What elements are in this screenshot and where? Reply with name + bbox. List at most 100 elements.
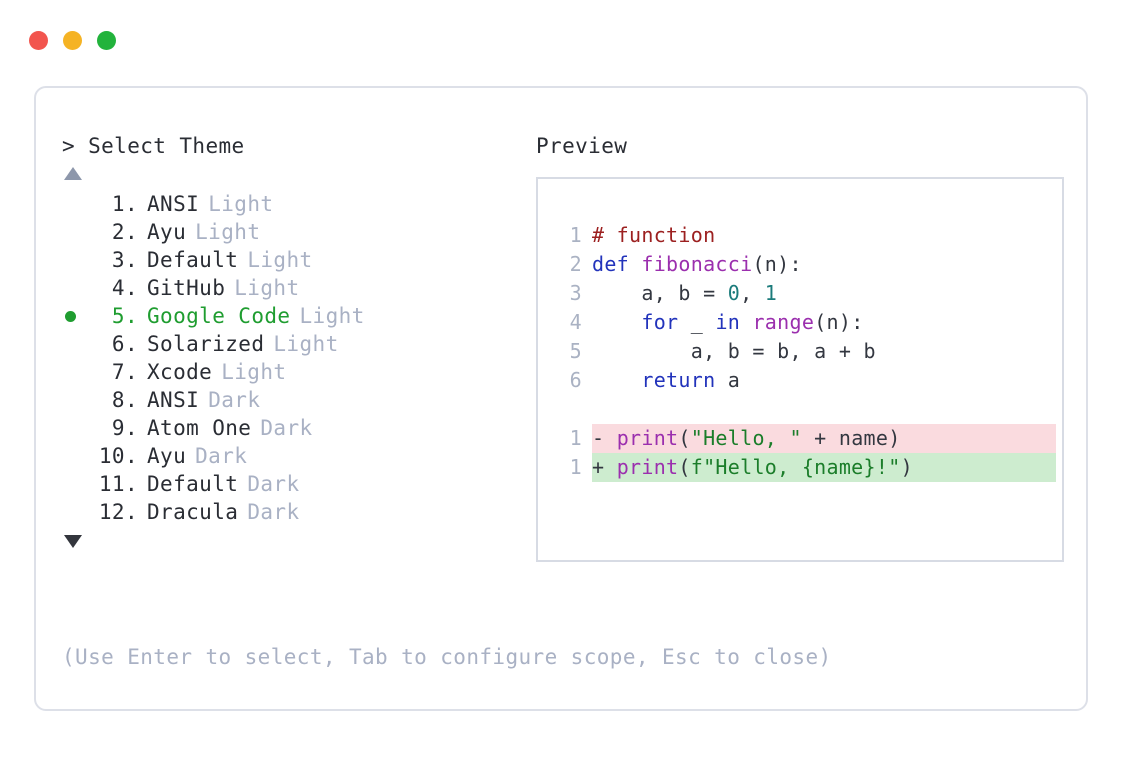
theme-list-item[interactable]: 1. ANSI Light <box>62 190 532 218</box>
code-token-plain: + name) <box>801 426 901 450</box>
theme-item-index: 3. <box>111 248 138 272</box>
code-token-plain <box>740 310 752 334</box>
theme-item-index: 9. <box>111 416 138 440</box>
code-token-comment: # function <box>592 223 716 247</box>
selection-bullet-cell <box>62 302 92 330</box>
theme-item-index: 7. <box>111 360 138 384</box>
theme-item-index: 10. <box>98 444 138 468</box>
code-token-fn: print <box>616 455 679 479</box>
code-token-plain <box>592 310 641 334</box>
close-button[interactable] <box>29 31 48 50</box>
code-line-text: # function <box>592 221 715 250</box>
selected-bullet-icon <box>65 310 76 322</box>
theme-item-index: 11. <box>98 472 138 496</box>
diff-highlight <box>592 453 1056 482</box>
maximize-button[interactable] <box>97 31 116 50</box>
selection-bullet-cell <box>62 218 92 246</box>
selection-bullet-cell <box>62 358 92 386</box>
code-token-punct: ( <box>678 455 691 479</box>
theme-item-variant: Dark <box>195 444 248 468</box>
code-token-num: 0 <box>727 281 741 305</box>
selection-bullet-cell <box>62 246 92 274</box>
theme-item-name: Default <box>147 472 239 496</box>
theme-item-variant: Light <box>195 220 261 244</box>
line-number: 4 <box>569 310 582 334</box>
code-token-plain: , <box>740 281 765 305</box>
code-line: 5 a, b = b, a + b <box>560 337 1056 366</box>
selection-bullet-cell <box>62 498 92 526</box>
code-line: 1 # function <box>560 221 1056 250</box>
code-token-plain: a <box>715 368 741 392</box>
code-line: 6 return a <box>560 366 1056 395</box>
line-number: 1 <box>569 223 582 247</box>
theme-item-variant: Light <box>208 192 274 216</box>
theme-item-name: Ayu <box>147 444 187 468</box>
theme-item-name: Google Code <box>147 304 291 328</box>
diff-highlight <box>592 424 1056 453</box>
diff-removed-line: 1- print("Hello, " + name) <box>560 424 1056 453</box>
code-token-fn: print <box>616 426 679 450</box>
selection-bullet-cell <box>62 330 92 358</box>
theme-item-name: Atom One <box>147 416 252 440</box>
code-token-kw: in <box>715 310 741 334</box>
code-token-punct: ( <box>678 426 691 450</box>
selection-bullet-cell <box>62 274 92 302</box>
theme-item-variant: Dark <box>208 388 261 412</box>
scroll-up-indicator[interactable] <box>62 160 532 186</box>
theme-item-index: 1. <box>111 192 138 216</box>
code-token-fn: fibonacci <box>641 252 753 276</box>
theme-item-index: 8. <box>111 388 138 412</box>
code-token-str: f"Hello, {name}!" <box>690 455 901 479</box>
theme-list-item[interactable]: 2. Ayu Light <box>62 218 532 246</box>
scroll-down-indicator[interactable] <box>62 528 532 554</box>
code-token-plain: _ <box>678 310 716 334</box>
preview-title: Preview <box>536 134 628 158</box>
code-token-kw: for <box>641 310 679 334</box>
line-number: 1 <box>569 426 582 450</box>
theme-item-variant: Light <box>221 360 287 384</box>
preview-panel-header: Preview <box>536 132 1066 160</box>
line-number: 6 <box>569 368 582 392</box>
diff-plus-marker: + <box>592 455 617 479</box>
code-line-text: for _ in range(n): <box>592 308 864 337</box>
code-token-plain: a, b = <box>592 281 728 305</box>
code-token-punct: (n): <box>752 252 802 276</box>
triangle-down-icon <box>64 534 82 548</box>
code-token-num: 1 <box>764 281 778 305</box>
selection-bullet-cell <box>62 470 92 498</box>
diff-minus-marker: - <box>592 426 617 450</box>
triangle-up-icon <box>64 166 82 180</box>
window-controls <box>29 31 116 50</box>
theme-list-item[interactable]: 10. Ayu Dark <box>62 442 532 470</box>
theme-item-variant: Light <box>234 276 300 300</box>
theme-list-item[interactable]: 9. Atom One Dark <box>62 414 532 442</box>
selection-bullet-cell <box>62 386 92 414</box>
theme-item-name: Ayu <box>147 220 187 244</box>
theme-item-name: GitHub <box>147 276 226 300</box>
theme-item-variant: Dark <box>247 500 300 524</box>
line-number: 5 <box>569 339 582 363</box>
code-blank-line <box>560 395 1056 424</box>
theme-item-name: ANSI <box>147 192 200 216</box>
code-line: 4 for _ in range(n): <box>560 308 1056 337</box>
theme-item-variant: Dark <box>260 416 313 440</box>
diff-added-line: 1+ print(f"Hello, {name}!") <box>560 453 1056 482</box>
theme-item-index: 2. <box>111 220 138 244</box>
diff-line-text: + print(f"Hello, {name}!") <box>592 453 913 482</box>
code-token-kw: return <box>641 368 716 392</box>
line-number: 3 <box>569 281 582 305</box>
minimize-button[interactable] <box>63 31 82 50</box>
